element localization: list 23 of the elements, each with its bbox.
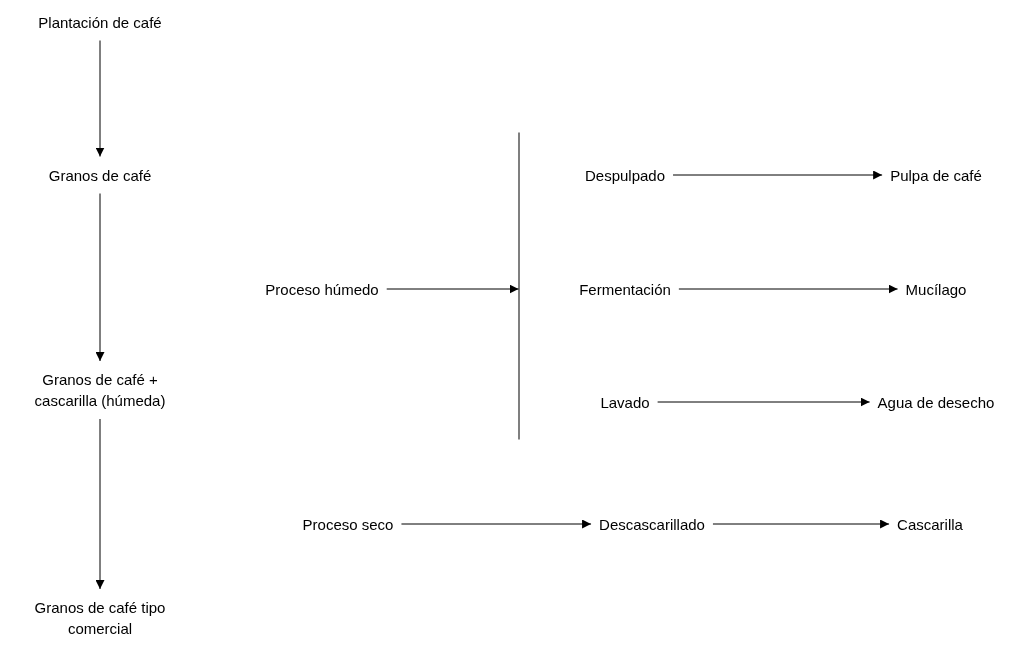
arrow <box>400 519 592 529</box>
step-label: Mucílago <box>905 278 967 300</box>
step-label: Despulpado <box>584 164 666 186</box>
step-label: Granos de café + cascarilla (húmeda) <box>10 369 190 411</box>
step-label: Pulpa de café <box>890 164 982 186</box>
step-label: Descascarillado <box>599 513 705 535</box>
step-label: Proceso seco <box>302 513 394 535</box>
arrow <box>712 519 890 529</box>
step-label: Fermentación <box>579 278 671 300</box>
arrow <box>95 40 105 157</box>
step-label: Plantación de café <box>38 11 162 33</box>
arrow <box>95 193 105 362</box>
step-label: Agua de desecho <box>877 391 995 413</box>
arrow <box>386 284 519 294</box>
arrow <box>678 284 899 294</box>
arrow <box>672 170 883 180</box>
step-label: Lavado <box>600 391 650 413</box>
step-label: Granos de café tipo comercial <box>10 597 190 639</box>
arrow <box>657 397 871 407</box>
arrow <box>95 418 105 590</box>
step-label: Granos de café <box>48 164 152 186</box>
step-label: Cascarilla <box>897 513 963 535</box>
step-label: Proceso húmedo <box>265 278 379 300</box>
